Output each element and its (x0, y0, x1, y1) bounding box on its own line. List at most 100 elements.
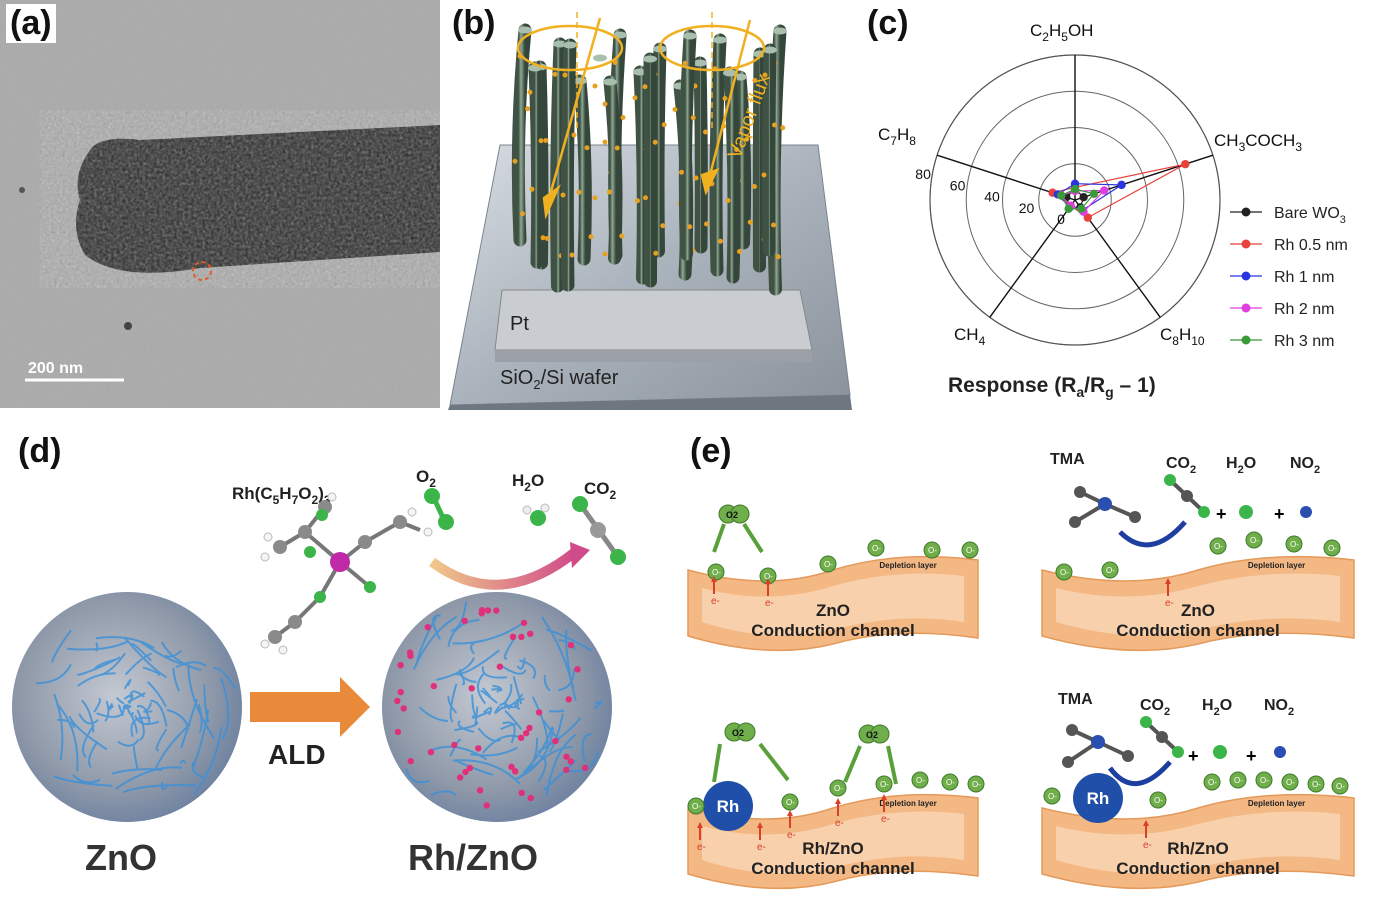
adsorbed-oxygen-ion: O- (1149, 791, 1167, 809)
adsorbed-oxygen-ion: O- (923, 541, 941, 559)
svg-text:O-: O- (928, 546, 937, 555)
svg-text:e-: e- (697, 842, 706, 853)
conduction-channel-label: Conduction channel (1116, 859, 1279, 878)
rh-nanoparticle (483, 802, 490, 809)
electron-arrow: e- (765, 578, 774, 609)
rh-nanoparticle (523, 730, 530, 737)
rh-nanoparticle (520, 619, 528, 627)
radar-tick-label: 20 (1019, 200, 1035, 216)
adsorbed-oxygen-ion: O- (1307, 775, 1325, 793)
svg-text:O-: O- (834, 784, 843, 793)
svg-text:O-: O- (1286, 778, 1295, 787)
rh-nanoparticle (582, 764, 589, 772)
adsorbed-oxygen-ion: O- (1281, 773, 1299, 791)
radar-tick-label: 60 (950, 177, 966, 193)
radar-spoke (1074, 154, 1214, 201)
co2-label-top: CO2 (1166, 455, 1196, 476)
rh-nanoparticle (394, 728, 402, 736)
radar-point (1083, 213, 1092, 222)
co2-molecule (1164, 474, 1210, 518)
axis-label-ch3coch3: CH3COCH3 (1214, 131, 1302, 154)
axis-label-c2h5oh: C2H5OH (1030, 21, 1093, 44)
wafer-label: SiO2/Si wafer (500, 367, 619, 392)
nanorod (528, 61, 545, 269)
rh-nanoparticle (527, 630, 534, 637)
rh-nanoparticle (567, 642, 575, 649)
legend-label: Rh 3 nm (1274, 333, 1334, 350)
nanorod (511, 23, 532, 247)
rh-nanoparticle (427, 748, 435, 756)
panel-a-label: (a) (6, 4, 56, 43)
rh-atom (330, 552, 350, 572)
tma-molecule (1069, 486, 1141, 528)
tem-image: 200 nm (0, 0, 440, 408)
rh-nanoparticle (512, 768, 519, 775)
vapor-flux-arrows (516, 12, 766, 220)
plus-sign: + (1188, 746, 1199, 766)
radar-tick-label: 80 (915, 166, 931, 182)
rh-nanoparticle (552, 737, 559, 745)
adsorbed-oxygen-ion: O- (829, 779, 847, 797)
depletion-layer-label: Depletion layer (1248, 799, 1305, 808)
svg-text:O-: O- (1290, 540, 1299, 549)
rh-nanoparticle (456, 774, 464, 781)
panel-b-label: (b) (452, 4, 496, 42)
material-label: ZnO (816, 601, 850, 620)
no2-label-top: NO2 (1290, 455, 1320, 476)
radar-point (1064, 204, 1073, 213)
rh-nanoparticle (527, 794, 534, 802)
nanorod (762, 43, 777, 257)
svg-text:e-: e- (765, 598, 774, 609)
no2-label-bottom: NO2 (1264, 697, 1294, 718)
svg-text:O-: O- (786, 798, 795, 807)
material-label: Rh/ZnO (1167, 839, 1228, 858)
adsorbed-oxygen-ion: O- (967, 775, 985, 793)
material-label: Rh/ZnO (802, 839, 863, 858)
legend-marker (1241, 271, 1251, 281)
nanorod (752, 47, 767, 273)
precursor-formula: Rh(C5H7O2)3 (232, 484, 331, 507)
pt-label: Pt (510, 313, 529, 335)
radar-point (1079, 192, 1088, 202)
rh-nanoparticle (451, 741, 458, 749)
radar-point (1181, 159, 1190, 169)
electron-arrow: e- (787, 810, 796, 841)
reaction-arrow (1118, 520, 1187, 548)
adsorbed-oxygen-ion: O- (1331, 777, 1349, 795)
conduction-region (702, 573, 964, 636)
radar-xlabel: Response (Ra/Rg – 1) (948, 374, 1156, 400)
o2-molecule: O2 (718, 504, 750, 524)
svg-text:O-: O- (1250, 536, 1259, 545)
svg-text:O-: O- (1312, 780, 1321, 789)
axis-label-ch4: CH4 (954, 325, 986, 348)
svg-text:O-: O- (1106, 566, 1115, 575)
h2o-molecule (1213, 745, 1227, 759)
svg-text:O-: O- (1328, 544, 1337, 553)
svg-text:O-: O- (916, 776, 925, 785)
electron-arrow: e- (835, 798, 844, 829)
electron-arrow: e- (1165, 578, 1174, 609)
svg-text:O2: O2 (866, 730, 878, 740)
radar-tick-label: 0 (1057, 211, 1065, 227)
rh-nanoparticle (563, 766, 570, 774)
radar-point (1057, 191, 1066, 200)
svg-text:e-: e- (835, 818, 844, 829)
radar-chart: C2H5OH CH3COCH3 C8H10 CH4 C7H8 020406080… (878, 21, 1348, 400)
tma-label-bottom: TMA (1058, 691, 1093, 708)
rh-nanoparticle (397, 662, 404, 669)
rhzno-sphere (382, 592, 612, 822)
rh-nanoparticle (496, 663, 504, 670)
radar-series (1048, 159, 1190, 222)
svg-text:O-: O- (824, 560, 833, 569)
svg-text:O-: O- (1336, 782, 1345, 791)
adsorbed-oxygen-ion: O- (1245, 531, 1263, 549)
rh-nanoparticle (397, 688, 404, 696)
nanorod (693, 56, 708, 254)
svg-text:O-: O- (1260, 776, 1269, 785)
svg-text:O2: O2 (726, 510, 738, 520)
nanorod-forest (511, 23, 787, 296)
radar-tick-label: 40 (984, 189, 1000, 205)
